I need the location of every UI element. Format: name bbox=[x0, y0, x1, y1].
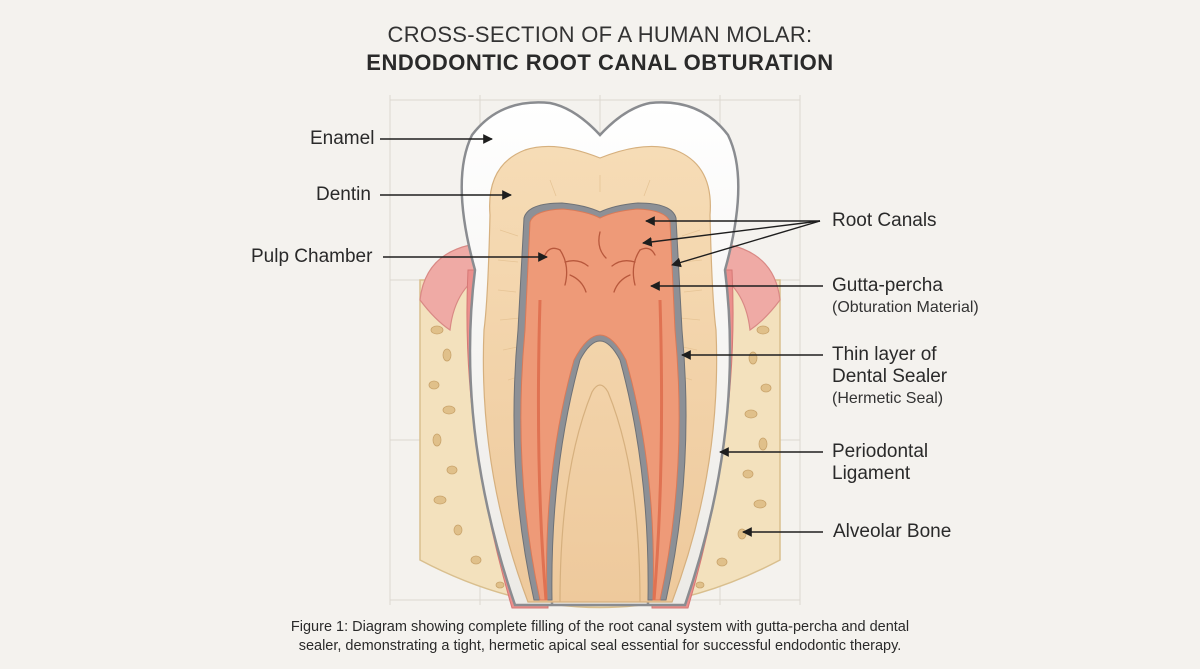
label-periodontal-line-1: Periodontal bbox=[832, 441, 929, 462]
gutta-percha-cone-left bbox=[536, 299, 548, 601]
label-gutta-percha-sub: (Obturation Material) bbox=[832, 299, 979, 316]
label-dentin: Dentin bbox=[316, 184, 371, 205]
label-periodontal-ligament: Periodontal Ligament bbox=[832, 441, 928, 485]
label-enamel: Enamel bbox=[310, 128, 375, 149]
label-gutta-percha: Gutta-percha (Obturation Material) bbox=[832, 275, 979, 319]
title-line-1: CROSS-SECTION OF A HUMAN MOLAR: bbox=[387, 22, 813, 47]
label-dental-sealer: Thin layer of Dental Sealer (Hermetic Se… bbox=[832, 344, 947, 410]
label-sealer-sub: (Hermetic Seal) bbox=[832, 390, 944, 407]
caption-line-1: Figure 1: Diagram showing complete filli… bbox=[290, 619, 910, 635]
label-sealer-line-2: Dental Sealer bbox=[832, 366, 948, 387]
gutta-percha-cone-right bbox=[652, 299, 664, 601]
caption-line-2: sealer, demonstrating a tight, hermetic … bbox=[298, 638, 902, 654]
leader-root-canal-3 bbox=[671, 220, 821, 268]
leader-root-canal-2 bbox=[642, 220, 821, 247]
label-root-canals: Root Canals bbox=[832, 210, 937, 231]
label-pulp-chamber: Pulp Chamber bbox=[251, 246, 373, 267]
label-sealer-line-1: Thin layer of bbox=[832, 344, 937, 365]
figure-caption: Figure 1: Diagram showing complete filli… bbox=[0, 618, 1200, 656]
leader-lines bbox=[380, 134, 823, 537]
label-gutta-percha-title: Gutta-percha bbox=[832, 275, 943, 296]
label-alveolar-bone: Alveolar Bone bbox=[833, 521, 952, 542]
label-periodontal-line-2: Ligament bbox=[832, 463, 911, 484]
title-line-2: ENDODONTIC ROOT CANAL OBTURATION bbox=[366, 50, 834, 75]
